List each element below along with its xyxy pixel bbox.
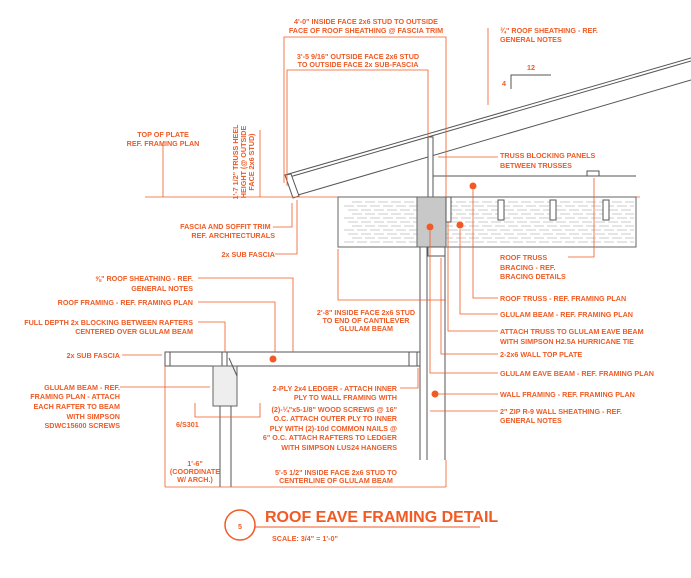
section-ref-6-s301[interactable]: 6/S301 (176, 420, 199, 429)
label-roof-truss: ROOF TRUSS - REF. FRAMING PLAN (500, 294, 626, 303)
label-sub-fascia-upper: 2x SUB FASCIA (221, 250, 275, 259)
slope-run: 12 (527, 63, 535, 72)
label-eave-beam: GLULAM EAVE BEAM - REF. FRAMING PLAN (500, 369, 654, 378)
label-fascia-trim: FASCIA AND SOFFIT TRIM -REF. ARCHITECTUR… (180, 222, 275, 240)
detail-number-circle (224, 509, 256, 541)
label-roof-sheathing-left: ⅝" ROOF SHEATHING - REF.GENERAL NOTES (95, 274, 193, 293)
label-roof-framing: ROOF FRAMING - REF. FRAMING PLAN (58, 298, 193, 307)
label-roof-sheathing-right: ¾" ROOF SHEATHING - REF.GENERAL NOTES (500, 26, 598, 44)
detail-title: ROOF EAVE FRAMING DETAIL (265, 509, 498, 526)
roof-truss-linework (145, 57, 691, 199)
callout-dots (269, 182, 477, 398)
detail-title-block: 5 ROOF EAVE FRAMING DETAIL SCALE: 3/4" =… (224, 509, 498, 543)
label-sub-fascia-lower: 2x SUB FASCIA (66, 351, 120, 360)
leader-lines (120, 28, 595, 488)
hurricane-ties (497, 199, 610, 221)
detail-number: 5 (238, 522, 242, 531)
lower-rafter-and-beam (164, 351, 421, 487)
glulam-eave-beam (337, 196, 637, 257)
slope-rise: 4 (502, 79, 506, 88)
label-glulam-beam-right: GLULAM BEAM - REF. FRAMING PLAN (500, 310, 633, 319)
label-top-plate: 2-2x6 WALL TOP PLATE (500, 350, 582, 359)
label-wall-framing: WALL FRAMING - REF. FRAMING PLAN (500, 390, 635, 399)
label-zip-sheathing: 2" ZIP R-9 WALL SHEATHING - REF.GENERAL … (500, 407, 622, 425)
detail-scale: SCALE: 3/4" = 1'-0" (272, 534, 338, 543)
slope-indicator: 12 4 (502, 63, 551, 89)
dim-heel-height: 1'-7 1/2" TRUSS HEELHEIGHT (@ OUTSIDEFAC… (231, 124, 256, 200)
